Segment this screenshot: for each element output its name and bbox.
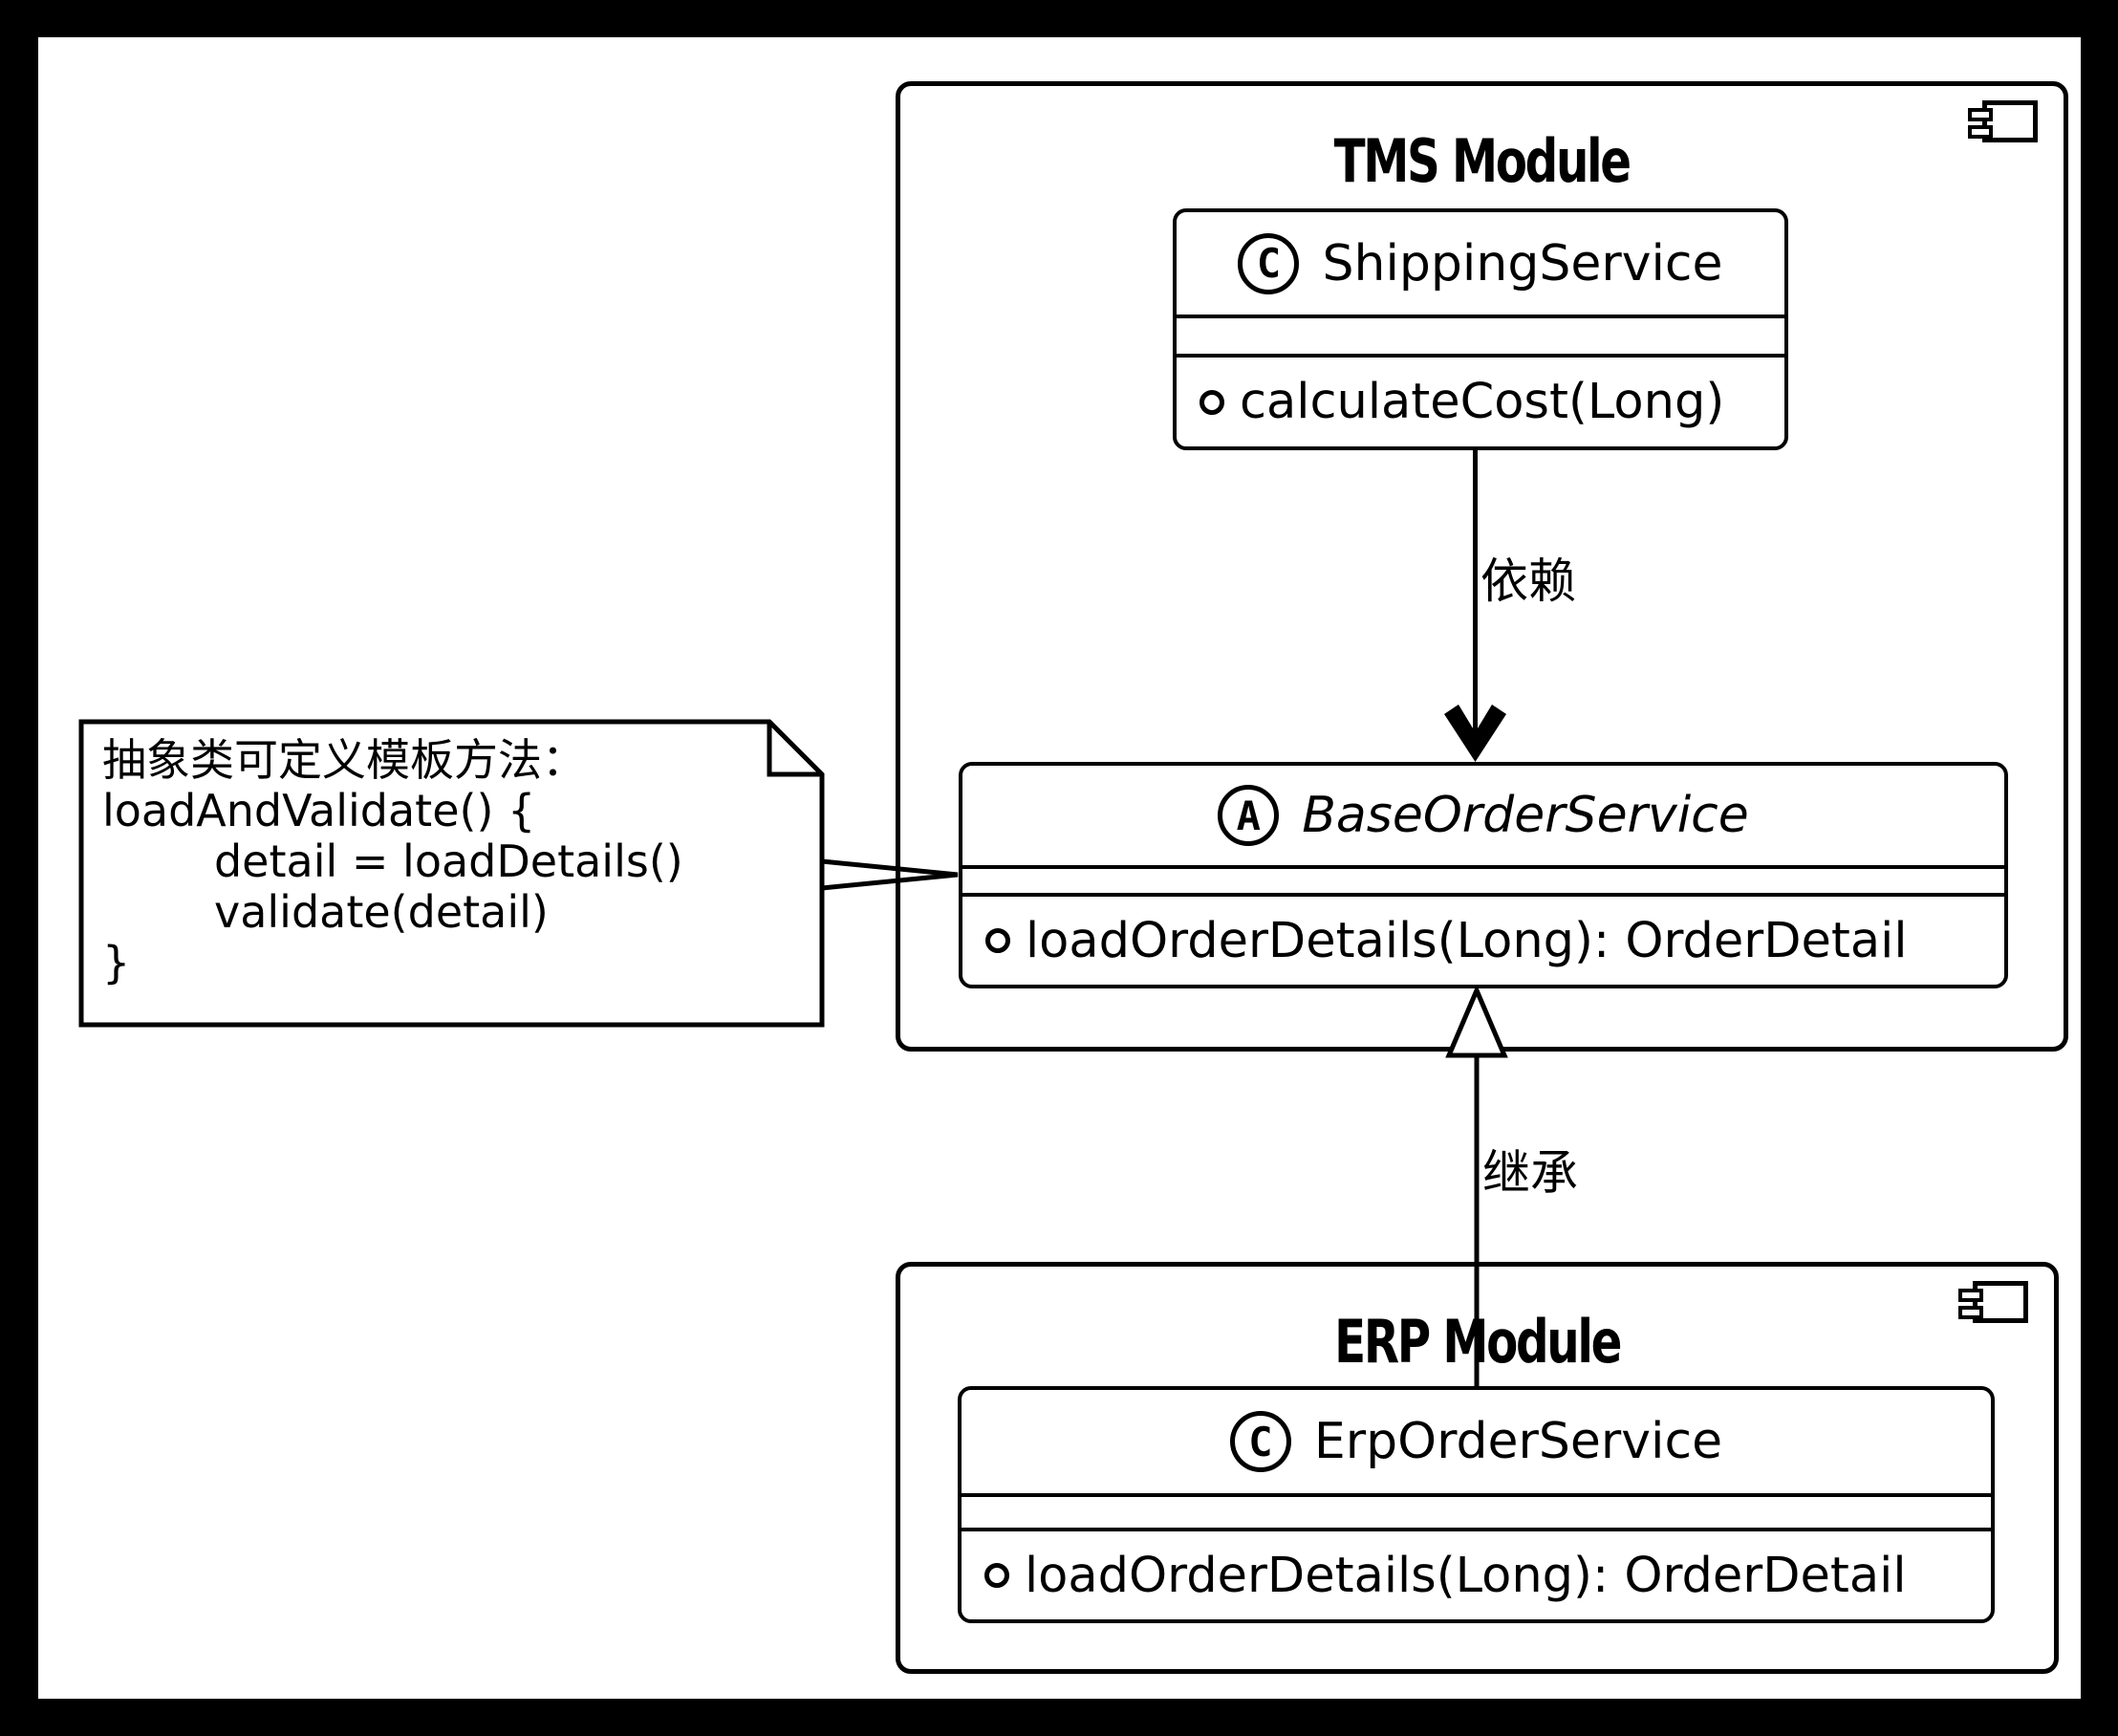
method-item: loadOrderDetails(Long): OrderDetail [962,1531,1991,1619]
edge-label-dependency: 依赖 [1480,553,1576,609]
component-icon-tab [1968,125,1993,139]
public-method-icon [1199,389,1224,415]
note-text: 抽象类可定义模板方法： loadAndValidate() { detail =… [102,735,683,988]
method-label: loadOrderDetails(Long): OrderDetail [1025,1547,1907,1604]
package-title: ERP Module [1334,1307,1622,1377]
package-title: TMS Module [1333,126,1632,196]
class-header: A BaseOrderService [962,766,2004,869]
method-item: loadOrderDetails(Long): OrderDetail [962,897,2004,985]
note-line: } [102,937,131,988]
note-line: detail = loadDetails() [102,835,683,887]
class-header: C ErpOrderService [962,1390,1991,1497]
component-icon [1968,100,2038,142]
method-label: calculateCost(Long) [1240,374,1725,430]
note-line: loadAndValidate() { [102,785,536,836]
component-icon [1958,1281,2028,1323]
class-name: ShippingService [1322,234,1723,293]
note-line: validate(detail) [102,886,549,938]
method-label: loadOrderDetails(Long): OrderDetail [1026,912,1908,969]
class-name: ErpOrderService [1313,1413,1723,1470]
class-header: C ShippingService [1177,212,1784,318]
class-fields-empty [962,1497,1991,1531]
component-icon-tab [1958,1306,1983,1319]
component-icon-tab [1968,108,1993,121]
public-method-icon [985,928,1010,953]
method-item: calculateCost(Long) [1177,358,1784,446]
abstract-class-icon: A [1218,785,1280,846]
class-fields-empty [962,869,2004,897]
edge-label-inheritance: 继承 [1482,1145,1578,1201]
class-icon: C [1229,1411,1291,1472]
component-icon-tab [1958,1289,1983,1302]
class-shippingservice: C ShippingService calculateCost(Long) [1173,208,1788,450]
note-line: 抽象类可定义模板方法： [102,734,586,786]
class-baseorderservice: A BaseOrderService loadOrderDetails(Long… [959,762,2008,988]
public-method-icon [984,1563,1009,1588]
class-erporderservice: C ErpOrderService loadOrderDetails(Long)… [958,1386,1995,1623]
class-name: BaseOrderService [1302,787,1749,844]
class-icon: C [1238,232,1300,294]
class-fields-empty [1177,318,1784,358]
